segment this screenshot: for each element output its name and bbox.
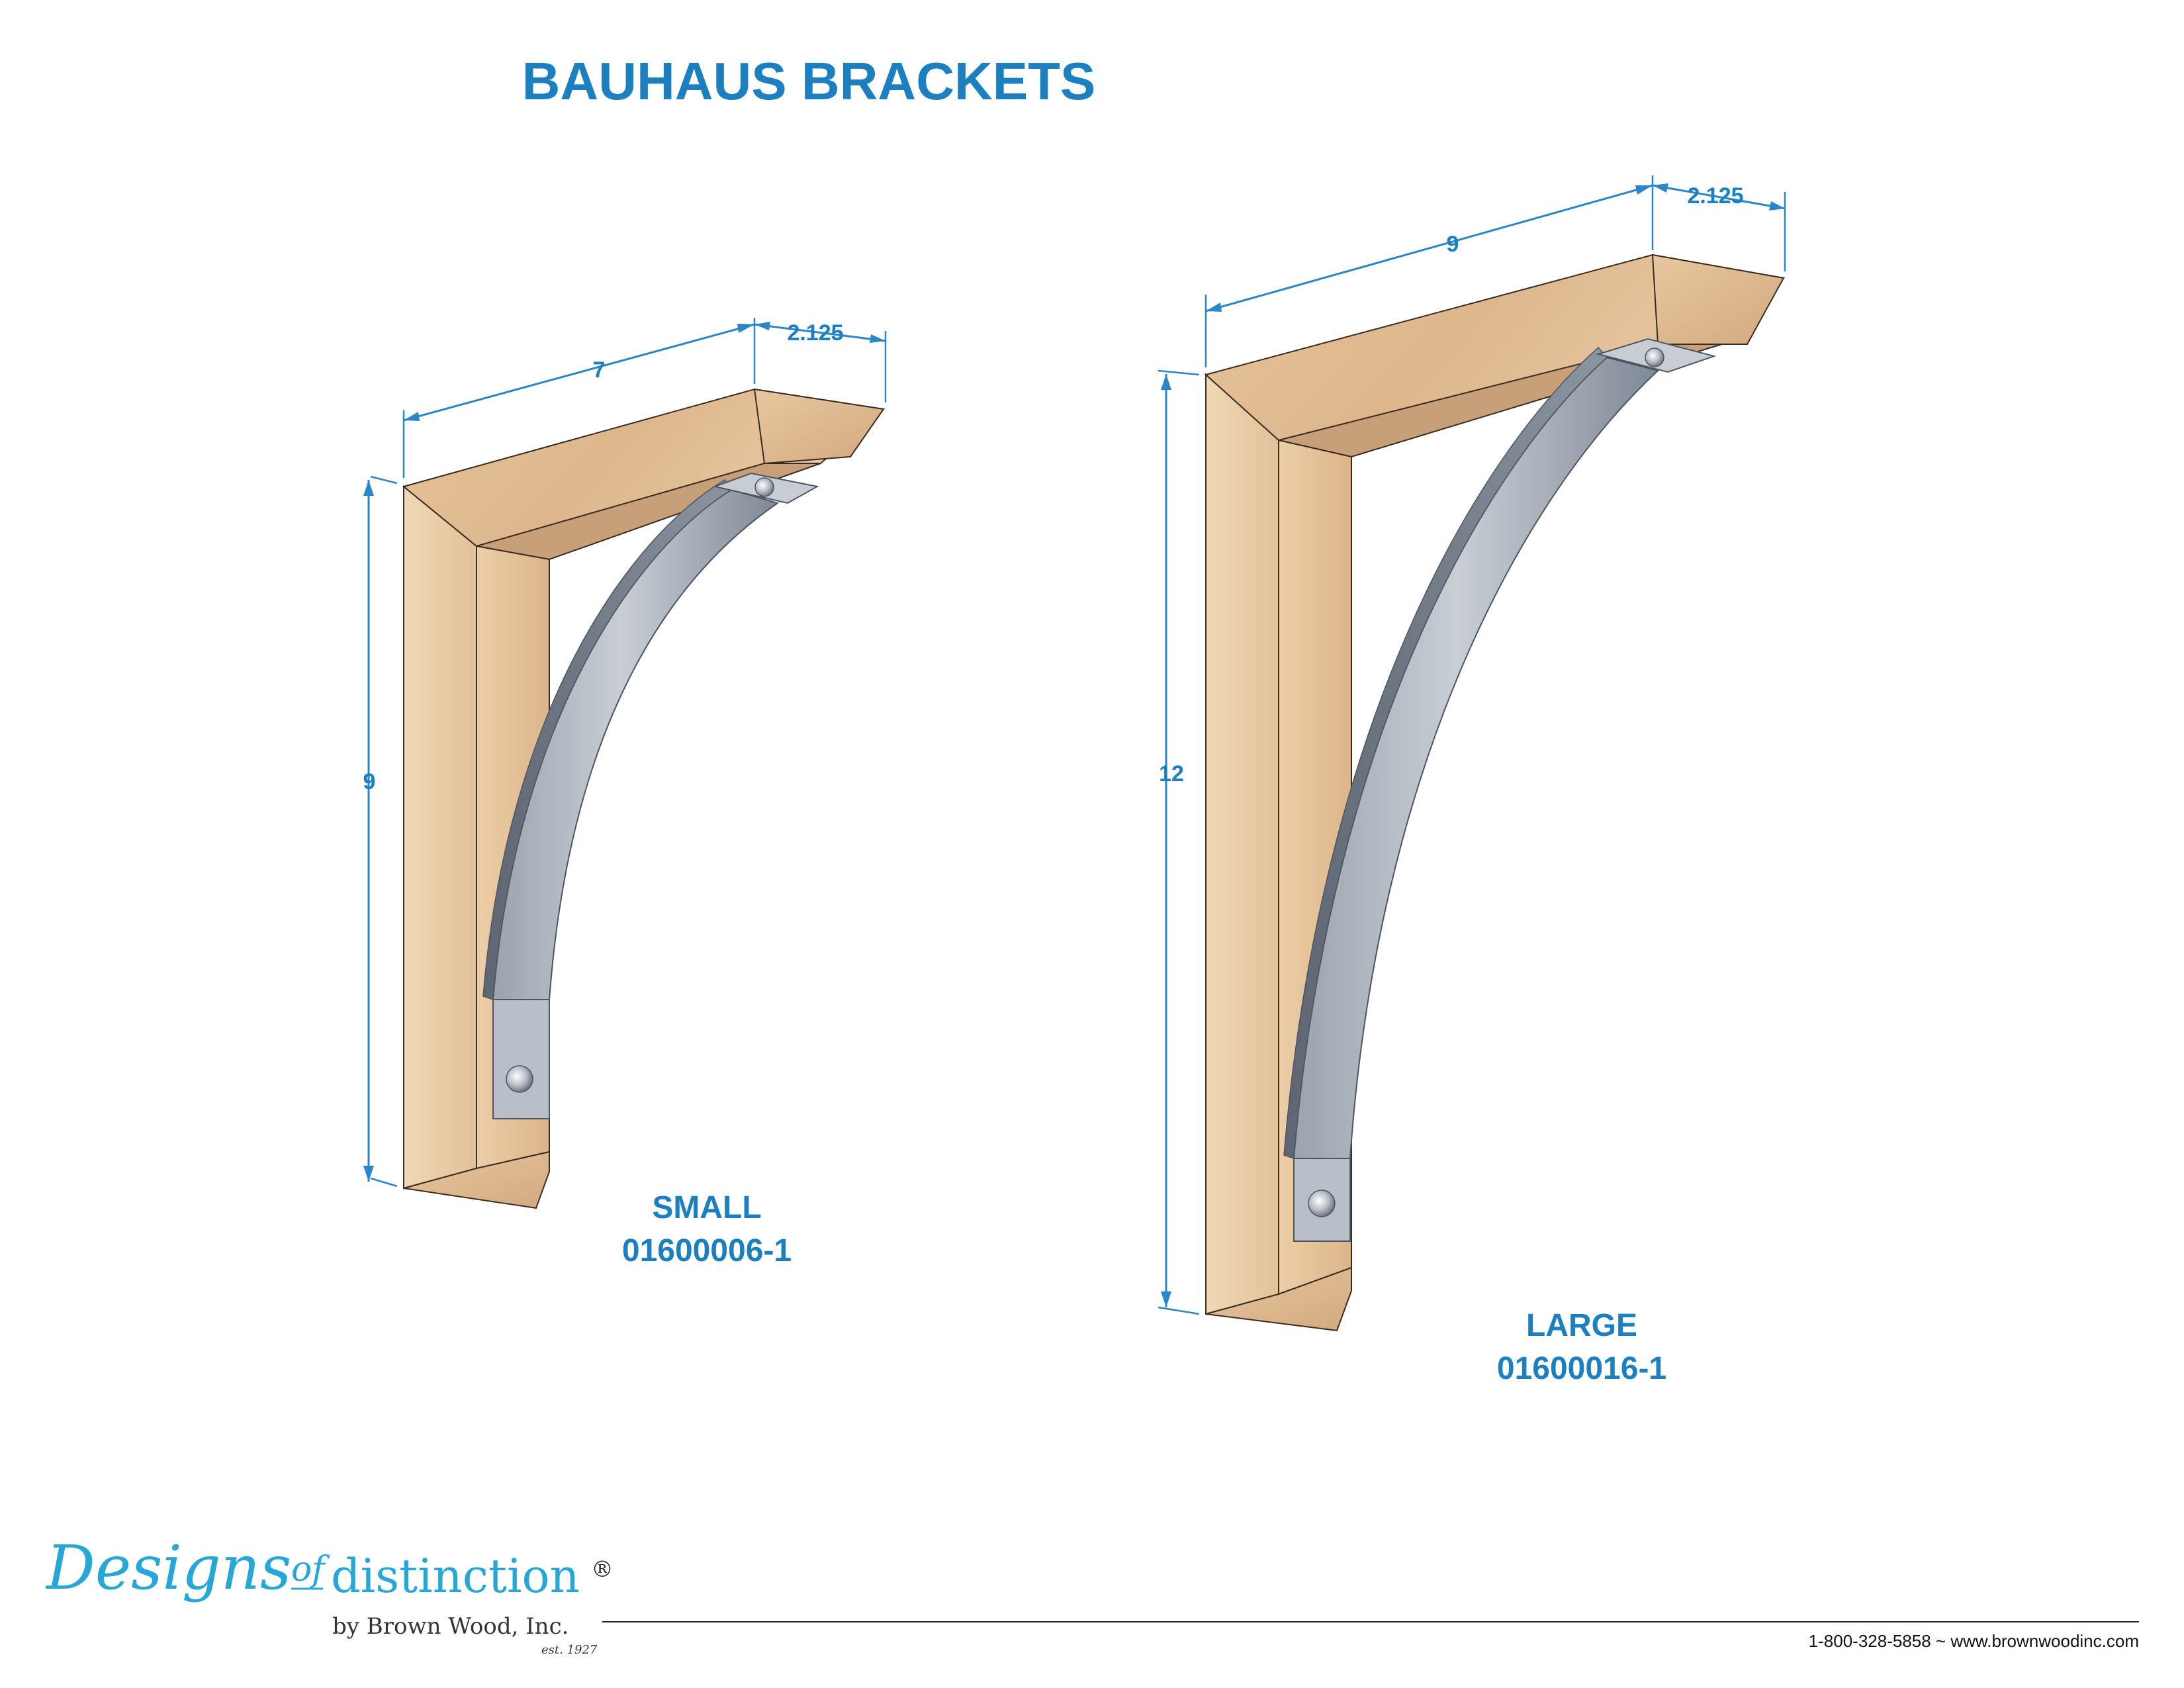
small-bracket-dimensions: 7 2.125 9 (363, 318, 887, 1188)
large-bracket-dimensions: 9 2.125 12 (1158, 175, 1786, 1315)
logo-established: est. 1927 (541, 1643, 598, 1657)
company-logo: Designs of distinction ® by Brown Wood, … (45, 1532, 614, 1657)
small-width-dimension-line (754, 323, 886, 342)
small-depth-dimension-line (403, 323, 755, 422)
logo-by-line: by Brown Wood, Inc. (332, 1613, 569, 1640)
logo-of-text: of (291, 1550, 330, 1589)
small-depth-value: 7 (593, 357, 606, 383)
large-bracket-top-screw-icon (1645, 348, 1664, 367)
large-height-value: 12 (1159, 761, 1184, 786)
large-bracket-foot (1205, 1266, 1352, 1332)
small-bracket-drawing (402, 388, 886, 1209)
large-bracket-arm-bevel (1651, 254, 1785, 345)
large-size-label: LARGE (1526, 1308, 1637, 1343)
small-size-label: SMALL (652, 1190, 761, 1225)
small-bracket-foot (403, 1150, 550, 1209)
large-width-dimension-line (1652, 184, 1786, 210)
large-bracket-bottom-screw-icon (1308, 1190, 1336, 1217)
large-depth-value: 9 (1447, 232, 1459, 257)
logo-designs-text: Designs (45, 1532, 291, 1603)
logo-registered-mark: ® (591, 1556, 614, 1583)
large-part-number: 01600016-1 (1497, 1351, 1666, 1386)
page-title: BAUHAUS BRACKETS (522, 52, 1096, 111)
large-bracket-strap-edge (1283, 346, 1608, 1160)
small-bracket-back-face (403, 485, 477, 1190)
small-bracket-strap-edge (482, 479, 733, 1001)
footer-contact-info: 1-800-328-5858 ~ www.brownwoodinc.com (1809, 1631, 2139, 1651)
small-width-value: 2.125 (787, 320, 843, 346)
logo-distinction-text: distinction (331, 1549, 580, 1603)
small-part-number: 01600006-1 (622, 1233, 792, 1268)
small-bracket-arm-bevel (753, 388, 885, 465)
small-bracket-top-screw-icon (754, 477, 774, 497)
large-depth-dimension-line (1205, 184, 1653, 312)
small-bracket-bottom-screw-icon (506, 1065, 533, 1093)
large-width-value: 2.125 (1687, 183, 1743, 209)
large-bracket-drawing (1204, 254, 1786, 1332)
small-bracket-bottom-plate (492, 999, 550, 1119)
small-height-value: 9 (363, 769, 376, 794)
large-bracket-back-face (1205, 373, 1279, 1315)
